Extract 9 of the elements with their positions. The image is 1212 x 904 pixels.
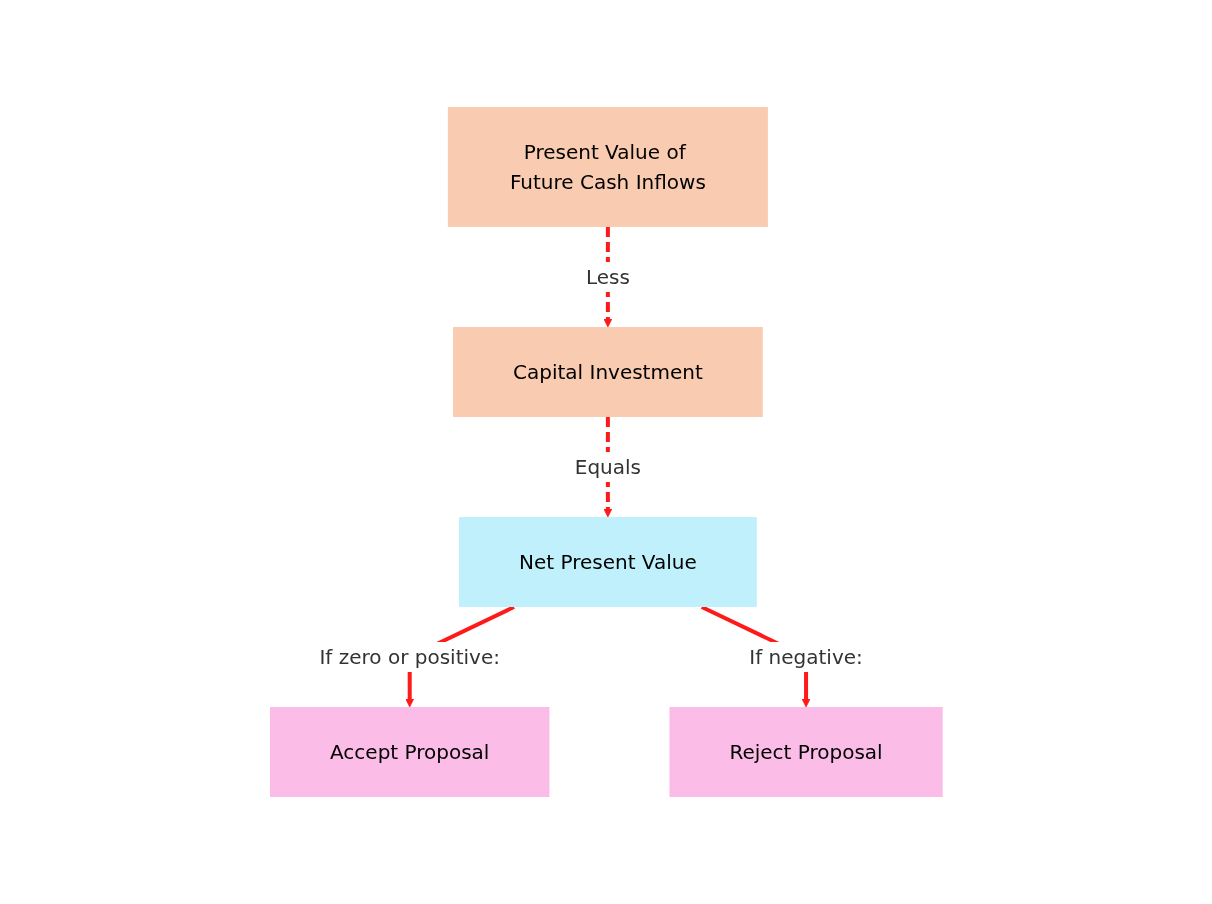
edge-label: If negative: (748, 645, 863, 669)
edge-label: Equals (574, 455, 641, 479)
edge-label: Less (585, 265, 630, 289)
node-box: Reject Proposal (669, 707, 943, 797)
node-box: Present Value of Future Cash Inflows (447, 107, 768, 227)
node-box: Net Present Value (458, 517, 757, 607)
edge-label: If zero or positive: (319, 645, 500, 669)
node-box: Accept Proposal (269, 707, 550, 797)
node-box: Capital Investment (452, 327, 763, 417)
